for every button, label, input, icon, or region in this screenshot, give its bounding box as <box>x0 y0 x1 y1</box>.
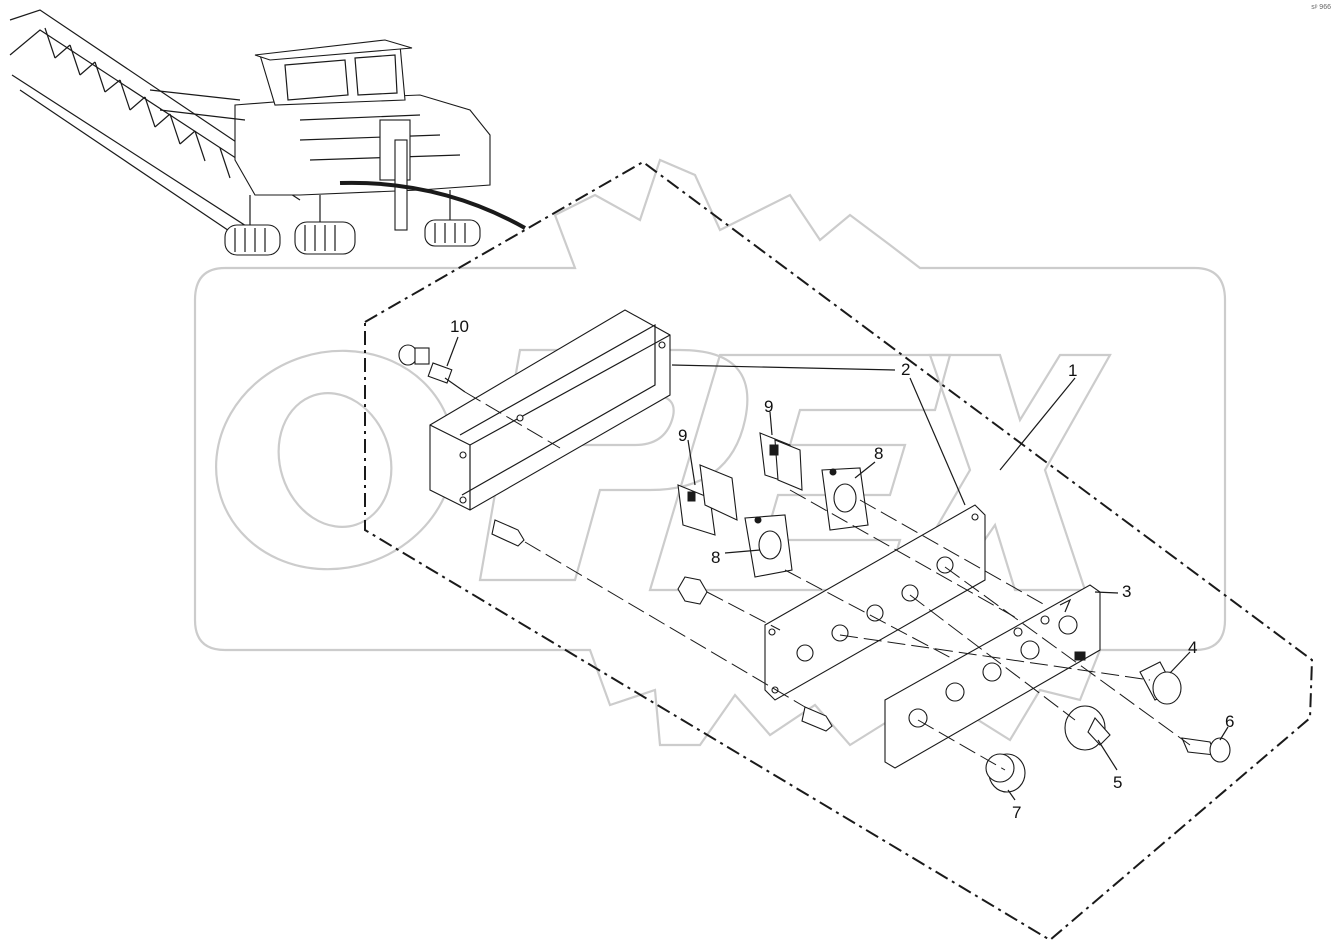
callout-1: 1 <box>1068 361 1077 380</box>
front-label-plate <box>884 584 1101 769</box>
callout-labels: 1 2 3 4 5 6 7 8 8 9 9 10 <box>450 317 1234 822</box>
callout-9a: 9 <box>678 426 687 445</box>
exploded-view-boundary <box>364 160 1314 942</box>
screws <box>491 519 833 732</box>
leader-lines <box>446 336 1229 801</box>
callout-8b: 8 <box>874 444 883 463</box>
assembly-lines <box>464 391 1191 771</box>
callout-6: 6 <box>1225 712 1234 731</box>
milling-machine-illustration <box>9 9 526 256</box>
blind-plug <box>985 753 1026 793</box>
callout-9b: 9 <box>764 397 773 416</box>
callout-2: 2 <box>901 360 910 379</box>
callout-4: 4 <box>1188 638 1197 657</box>
selector-switch <box>1064 705 1111 751</box>
contact-block-9a <box>677 464 738 536</box>
indicator-lamp <box>1139 661 1182 705</box>
callout-7: 7 <box>1012 803 1021 822</box>
housing-box <box>429 309 671 511</box>
push-button <box>1181 737 1231 763</box>
watermark-gear <box>193 158 1227 747</box>
contact-block-8a <box>744 514 793 578</box>
mounting-plate <box>764 504 986 701</box>
callout-10: 10 <box>450 317 469 336</box>
corner-mark: sᵖ 966 <box>1311 4 1331 11</box>
contact-block-9b <box>759 432 803 491</box>
callout-3: 3 <box>1122 582 1131 601</box>
cable-gland <box>398 344 466 393</box>
callout-8a: 8 <box>711 548 720 567</box>
callout-5: 5 <box>1113 773 1122 792</box>
